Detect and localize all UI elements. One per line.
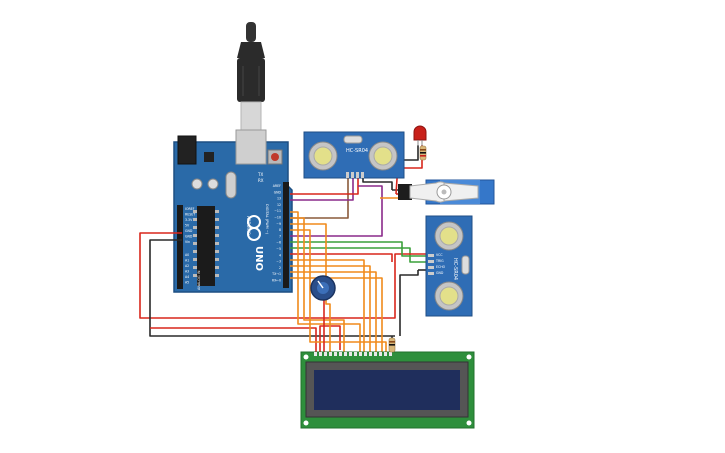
digital-pin-label: RX←0: [272, 279, 281, 283]
digital-pin-label: 2: [279, 266, 281, 270]
digital-header-text: DIGITAL (PWM ~): [265, 204, 269, 235]
digital-pin-label: ~6: [276, 241, 281, 245]
sensor-right-pin-label: VCC: [436, 253, 443, 257]
power-pin-label: 5V: [185, 224, 190, 228]
digital-pin-label: ~10: [274, 216, 281, 220]
digital-pin-label: ~3: [276, 260, 281, 264]
ultrasonic-sensor-top: HC-SR04: [303, 131, 405, 179]
led-resistor: [419, 145, 427, 161]
digital-pin-label: GND: [274, 190, 282, 194]
power-pin-label: GND: [185, 235, 193, 239]
analog-pin-label: A3: [185, 270, 189, 274]
digital-pin-label: ~9: [276, 222, 281, 226]
analog-header-text: ANALOG IN: [197, 270, 201, 290]
ultrasonic-sensor-right: HC-SR04 VCC TRIG ECHO GND: [425, 215, 473, 317]
arduino-brand-text: ARDUINO: [246, 216, 251, 235]
potentiometer: [310, 275, 336, 301]
sensor-right-pin-labels: VCC TRIG ECHO GND: [435, 253, 446, 275]
digital-pin-label: 4: [279, 253, 281, 257]
analog-pin-label: A4: [185, 275, 189, 279]
analog-pin-label: A5: [185, 281, 189, 285]
analog-pin-label: A1: [185, 259, 189, 263]
digital-pin-label: 13: [277, 197, 281, 201]
sensor-right-pin-label: GND: [436, 271, 444, 275]
arduino-model-text: UNO: [253, 246, 264, 271]
lcd-resistor: [388, 337, 396, 353]
rx-led-label: RX: [258, 178, 264, 183]
red-led: [413, 125, 427, 146]
servo-motor: [398, 179, 495, 205]
sensor-right-pin-label: TRIG: [435, 259, 444, 263]
digital-pin-label: ~11: [274, 209, 281, 213]
sensor-right-pin-label: ECHO: [436, 265, 446, 269]
sensor-top-label: HC-SR04: [346, 148, 368, 154]
analog-pin-label: A0: [185, 253, 189, 257]
power-pin-label: IOREF: [185, 207, 195, 211]
usb-cable: [237, 22, 265, 131]
digital-pin-label: 12: [277, 203, 281, 207]
arduino-infinity-logo: [247, 215, 261, 241]
digital-pin-label: 8: [279, 228, 281, 232]
arduino-uno-board: ARDUINO UNO DIGITAL (PWM ~) ANALOG IN TX…: [173, 129, 293, 293]
sensor-right-label: HC-SR04: [452, 258, 458, 280]
digital-pin-label: AREF: [273, 184, 281, 188]
digital-pin-label: 7: [279, 234, 281, 238]
power-pin-label: GND: [185, 229, 193, 233]
tx-led-label: TX: [257, 172, 263, 177]
digital-pin-labels: AREF GND 13 12 ~11 ~10 ~9 8 7 ~6 ~5 4 ~3 2TX→1RX←0: [271, 184, 281, 283]
power-pin-label: Vin: [185, 240, 190, 244]
digital-pin-label: TX→1: [271, 272, 281, 276]
wires: [139, 133, 430, 352]
lcd-display-16x2: [300, 351, 475, 429]
power-pin-label: RESET: [185, 213, 195, 217]
digital-pin-label: ~5: [276, 247, 281, 251]
analog-pin-label: A2: [185, 264, 189, 268]
power-pin-label: 3.3V: [185, 218, 193, 222]
